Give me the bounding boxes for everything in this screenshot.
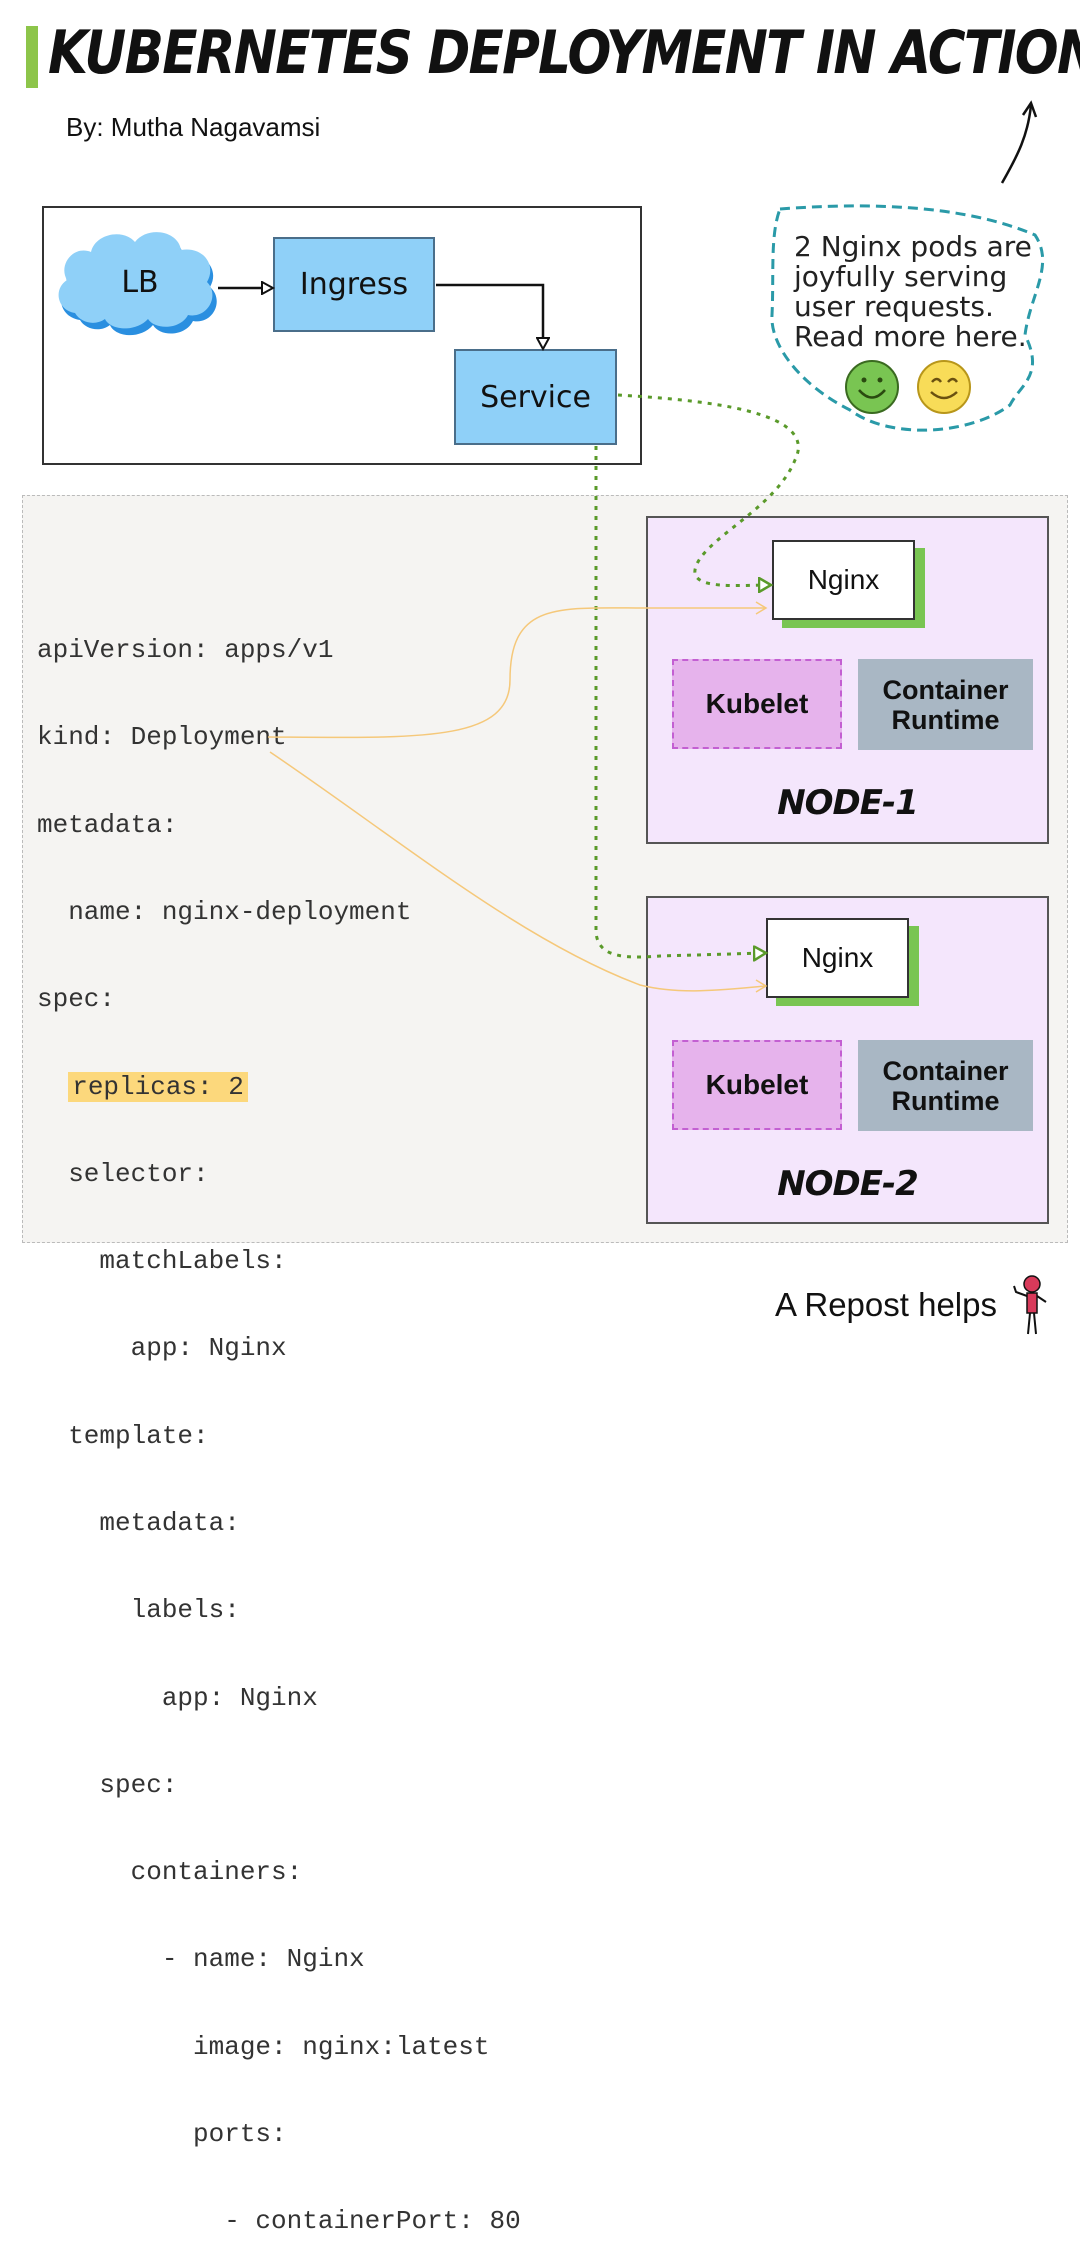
note-bubble xyxy=(770,204,1045,432)
code-line: spec: xyxy=(37,984,116,1015)
lb-label: LB xyxy=(121,265,159,300)
ingress-to-service-arrow xyxy=(436,283,543,348)
smiley-faces xyxy=(845,360,971,414)
green-smiley-icon xyxy=(845,360,899,414)
node-2-label: NODE-2 xyxy=(777,1164,919,1204)
code-line-replicas: replicas: 2 xyxy=(37,1071,521,1102)
code-line: template: xyxy=(37,1420,209,1451)
author-byline: By: Mutha Nagavamsi xyxy=(66,112,321,142)
code-line: app: Nginx xyxy=(37,1682,318,1713)
replicas-arrowhead xyxy=(755,979,768,993)
code-line: containers: xyxy=(37,1857,303,1888)
code-line: name: nginx-deployment xyxy=(37,897,412,928)
code-line: spec: xyxy=(37,1769,178,1800)
replicas-arrowhead xyxy=(755,601,768,615)
service-to-node2-link xyxy=(594,446,765,957)
code-line: metadata: xyxy=(37,809,178,840)
cloud-icon xyxy=(58,232,217,336)
service-to-node1-link xyxy=(617,393,800,586)
code-line: apiVersion: apps/v1 xyxy=(37,635,334,666)
curved-arrow-icon xyxy=(1000,100,1038,184)
code-line: matchLabels: xyxy=(37,1246,287,1277)
ingress-box: Ingress xyxy=(273,237,435,332)
code-line: image: nginx:latest xyxy=(37,2031,490,2062)
service-box: Service xyxy=(454,349,617,445)
node-1-nginx-pod: Nginx xyxy=(772,540,915,620)
code-line: - containerPort: 80 xyxy=(37,2206,521,2237)
node-2-kubelet: Kubelet xyxy=(672,1040,842,1130)
code-line: ports: xyxy=(37,2118,287,2149)
code-line: labels: xyxy=(37,1595,240,1626)
note-text: 2 Nginx pods are joyfully serving user r… xyxy=(794,230,1032,353)
replicas-to-node2-link xyxy=(269,751,767,992)
replicas-to-node1-link xyxy=(267,607,766,739)
replicas-highlight: replicas: 2 xyxy=(68,1071,248,1102)
node-1-label: NODE-1 xyxy=(777,783,919,823)
code-line: kind: Deployment xyxy=(37,722,287,753)
repost-footer: A Repost helps xyxy=(775,1286,997,1323)
yellow-smiley-icon xyxy=(917,360,971,414)
stick-figure-icon xyxy=(1013,1275,1047,1335)
node-1-kubelet: Kubelet xyxy=(672,659,842,749)
connector-overlay xyxy=(218,0,800,993)
code-line: - name: Nginx xyxy=(37,1944,365,1975)
title-accent-bar xyxy=(26,26,38,88)
code-line: selector: xyxy=(37,1158,209,1189)
page-title: KUBERNETES DEPLOYMENT IN ACTION! xyxy=(48,18,1080,88)
code-line: metadata: xyxy=(37,1508,240,1538)
